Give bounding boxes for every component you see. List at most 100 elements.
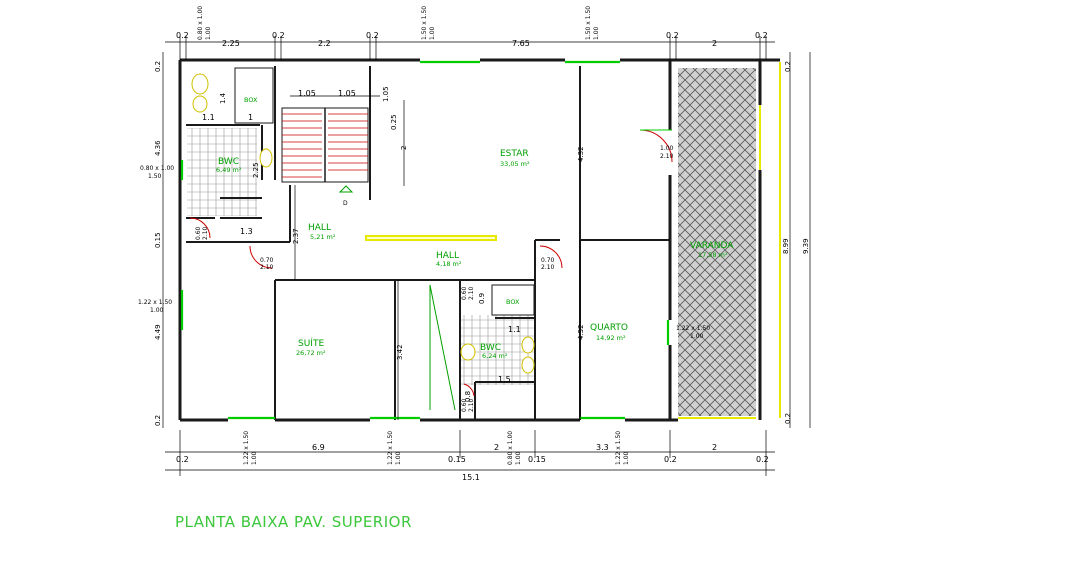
door-label-quarto-h: 2.10 [541, 264, 555, 271]
window-label-top1-sill: 1.00 [429, 26, 436, 40]
stair-direction-mark: D [343, 200, 348, 207]
bathroom-fixtures [191, 73, 535, 374]
dim-left-1: 4.36 [154, 140, 162, 156]
dim-top-1: 2.25 [222, 39, 240, 48]
exterior-walls [178, 58, 780, 422]
staircase [281, 107, 369, 193]
box1-shower [234, 67, 274, 124]
drawing-title: PLANTA BAIXA PAV. SUPERIOR [175, 513, 412, 531]
dim-bwc2-d: 0.8 [464, 391, 472, 402]
dim-estar-h: 4.32 [577, 146, 585, 162]
dim-suite-h: 3.42 [396, 344, 404, 360]
dim-bottom-6: 0.2 [664, 455, 677, 464]
room-box2-name: BOX [506, 298, 520, 306]
window-label-bot1-sill: 1.00 [251, 451, 258, 465]
dim-right-small-top: 0.2 [784, 61, 792, 72]
window-label-top1: 1.50 x 1.50 [421, 6, 428, 40]
dim-stair-4: 0.25 [390, 114, 398, 130]
window-label-bot3: 0.80 x 1.00 [507, 431, 514, 465]
door-label-bwc1-h: 2.10 [202, 226, 209, 240]
dim-bwc1-d: 2.25 [252, 162, 260, 178]
room-hall1-name: HALL [308, 223, 331, 233]
dim-stair-2: 1.05 [338, 89, 356, 98]
window-label-left1-sill: 1.50 [148, 173, 162, 180]
window-label-bot3-sill: 1.00 [515, 451, 522, 465]
room-bwc2-area: 6,24 m² [482, 352, 508, 360]
window-label-left1: 0.80 x 1.00 [140, 165, 174, 172]
dim-bottom-7: 2 [712, 443, 717, 452]
dim-right-inner: 8.99 [782, 238, 790, 254]
windows [180, 60, 670, 420]
window-labels: 1.50 x 1.50 1.00 1.50 x 1.50 1.00 0.80 x… [138, 6, 710, 465]
dim-bwc1-c: 1.4 [219, 92, 227, 104]
window-label-bot4-sill: 1.00 [623, 451, 630, 465]
dim-bottom-4: 0.15 [528, 455, 546, 464]
room-bwc1-area: 6,49 m² [216, 166, 242, 174]
room-estar-name: ESTAR [500, 149, 529, 159]
door-label-bwc2b-h: 2.10 [468, 398, 475, 412]
door-label-estar-h: 2.10 [660, 153, 674, 160]
dim-bottom-2: 0.15 [448, 455, 466, 464]
window-label-top3: 0.80 x 1.00 [197, 6, 204, 40]
dim-top-6: 0.2 [666, 31, 679, 40]
dim-top-8: 0.2 [755, 31, 768, 40]
dim-bottom-3: 2 [494, 443, 499, 452]
room-box1-name: BOX [244, 96, 258, 104]
dim-stair-5: 2 [400, 146, 408, 150]
dim-total-bottom: 15.1 [462, 473, 480, 482]
window-label-bot1: 1.22 x 1.50 [243, 431, 250, 465]
bwc1-tile-hatch [187, 128, 257, 216]
window-label-top2: 1.50 x 1.50 [585, 6, 592, 40]
room-hall1-area: 5,21 m² [310, 233, 336, 241]
door-label-bwc2-h: 2.10 [468, 286, 475, 300]
door-label-hall: 0.70 [260, 257, 274, 264]
dim-bwc2-c: 0.9 [478, 293, 486, 304]
room-bwc2-name: BWC [480, 343, 501, 353]
dim-bottom-1: 6.9 [312, 443, 325, 452]
dim-bwc2-b: 1.5 [498, 375, 511, 384]
dim-stair-3: 1.05 [382, 86, 390, 102]
room-suite-name: SUÍTE [298, 337, 324, 349]
door-labels: 1.00 2.10 0.60 2.10 0.70 2.10 0.70 2.10 … [195, 145, 674, 412]
window-label-bot4: 1.22 x 1.50 [615, 431, 622, 465]
room-hall2-name: HALL [436, 251, 459, 261]
dimension-lines [162, 36, 811, 476]
dim-bwc1-e: 1.3 [240, 227, 253, 236]
room-varanda-area: 17,58 m² [698, 251, 728, 259]
interior-walls [186, 66, 670, 420]
window-label-top3-sill: 1.00 [205, 26, 212, 40]
dim-left-3: 4.49 [154, 324, 162, 340]
dim-left-2: 0.15 [154, 232, 162, 248]
dim-hall-1: 2.37 [292, 228, 300, 244]
dim-top-5: 7.65 [512, 39, 530, 48]
dim-stair-1: 1.05 [298, 89, 316, 98]
door-label-estar: 1.00 [660, 145, 674, 152]
dim-quarto-h: 4.52 [577, 324, 585, 340]
window-label-left2-sill: 1.00 [150, 307, 164, 314]
door-label-bwc1: 0.60 [195, 226, 202, 240]
dim-top-7: 2 [712, 39, 717, 48]
window-label-bot2-sill: 1.00 [395, 451, 402, 465]
dim-top-4: 0.2 [366, 31, 379, 40]
dim-top-2: 0.2 [272, 31, 285, 40]
room-hall2-area: 4,18 m² [436, 260, 462, 268]
room-suite-area: 26,72 m² [296, 349, 326, 357]
window-label-quarto-sill: 1.00 [690, 333, 704, 340]
door-label-quarto: 0.70 [541, 257, 555, 264]
window-label-left2: 1.22 x 1.50 [138, 299, 172, 306]
window-label-top2-sill: 1.00 [593, 26, 600, 40]
dim-bottom-8: 0.2 [756, 455, 769, 464]
dim-bwc1-a: 1.1 [202, 113, 215, 122]
room-quarto-name: QUARTO [590, 323, 628, 333]
dim-bwc2-a: 1.1 [508, 325, 521, 334]
doors [189, 129, 673, 411]
varanda-floor-hatch [678, 68, 756, 416]
box2-shower [491, 284, 535, 316]
dim-bwc1-b: 1 [248, 113, 253, 122]
dim-right-small-bottom: 0.2 [784, 413, 792, 424]
room-quarto-area: 14,92 m² [596, 334, 626, 342]
room-bwc1-name: BWC [218, 157, 239, 167]
door-label-hall-h: 2.10 [260, 264, 274, 271]
dim-bottom-5: 3.3 [596, 443, 609, 452]
